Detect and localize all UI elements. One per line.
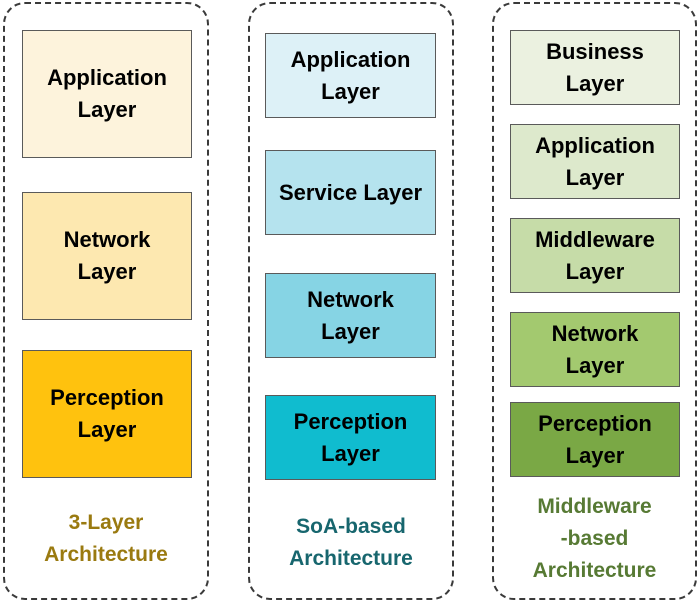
soa-perception-box: Perception Layer (265, 395, 436, 480)
soa-column (248, 2, 454, 600)
three-layer-caption: 3-Layer Architecture (44, 511, 168, 566)
middleware-business-box: Business Layer (510, 30, 680, 105)
middleware-network-box: Network Layer (510, 312, 680, 387)
three-layer-perception-box: Perception Layer (22, 350, 192, 478)
middleware-column (492, 2, 697, 600)
soa-application-box: Application Layer (265, 33, 436, 118)
soa-network-box: Network Layer (265, 273, 436, 358)
middleware-middleware-box: Middleware Layer (510, 218, 680, 293)
three-layer-application-box: Application Layer (22, 30, 192, 158)
soa-caption: SoA-based Architecture (289, 515, 413, 570)
middleware-application-box: Application Layer (510, 124, 680, 199)
three-layer-column (3, 2, 209, 600)
middleware-caption: Middleware -based Architecture (532, 495, 657, 582)
soa-service-box: Service Layer (265, 150, 436, 235)
middleware-perception-box: Perception Layer (510, 402, 680, 477)
three-layer-network-box: Network Layer (22, 192, 192, 320)
